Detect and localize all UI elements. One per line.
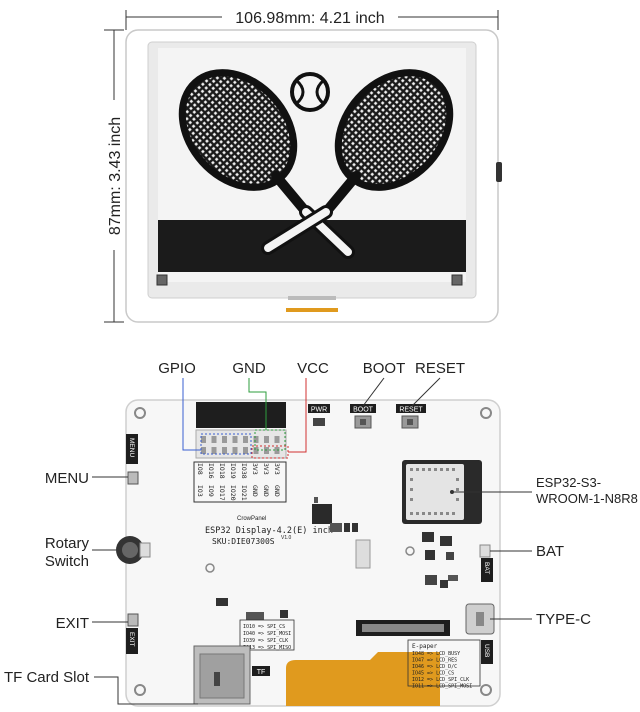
header-pin [211, 436, 217, 443]
rotary-switch [116, 536, 151, 564]
tf-card-callout: TF Card Slot [4, 669, 90, 686]
header-pin [243, 436, 248, 443]
width-label: 106.98mm: 4.21 inch [235, 10, 384, 27]
rotary-callout-line1: Rotary [45, 535, 90, 552]
menu-callout: MENU [45, 470, 89, 487]
width-dimension: 106.98mm: 4.21 inch [125, 10, 499, 30]
module-callout-line1: ESP32-S3- [536, 475, 601, 490]
menu-silk: MENU [128, 438, 135, 457]
display-front [125, 29, 502, 323]
gpio-cell: IO17 [218, 485, 226, 501]
tennis-racket-left-icon [178, 69, 355, 259]
gpio-cell: GND [251, 485, 259, 497]
version-silk: V1.0 [281, 535, 292, 541]
header-pin [253, 436, 259, 443]
epaper-pin-line: IO47 => LCD_RES [412, 658, 457, 664]
gpio-cell: IO3 [196, 485, 204, 497]
gpio-cell: IO9 [207, 485, 215, 497]
gpio-cell: IO20 [229, 485, 237, 501]
epaper-pin-line: IO48 => LCD_BUSY [412, 651, 460, 657]
spi-pin-line: IO10 => SPI_CS [243, 624, 285, 630]
rotary-callout-line2: Switch [45, 553, 89, 570]
header-pin [211, 447, 217, 454]
header-pin [253, 447, 259, 454]
type-c-callout: TYPE-C [536, 611, 591, 628]
tennis-racket-right-icon [261, 69, 454, 255]
header-pin [274, 436, 280, 443]
usb-silk: USB [483, 644, 490, 657]
gpio-cell: IO18 [218, 463, 226, 479]
callout-labels: GPIO GND VCC BOOT RESET MENU Rotary Swit… [4, 360, 638, 686]
board-name-silk: ESP32 Display-4.2(E) inch [205, 526, 333, 536]
exit-silk: EXIT [128, 632, 135, 646]
gpio-cell: IO16 [207, 463, 215, 479]
gpio-header [195, 402, 287, 459]
header-pin [264, 436, 269, 443]
board-back: IO8 IO3 IO16 IO9 IO18 IO17 IO19 IO20 IO3… [116, 399, 501, 707]
vcc-callout: VCC [297, 360, 329, 377]
pwr-silk: PWR [311, 407, 327, 414]
height-dimension: 87mm: 3.43 inch [104, 29, 124, 323]
pwr-led [313, 418, 325, 426]
gpio-cell: IO8 [196, 463, 204, 475]
gnd-callout: GND [232, 360, 266, 377]
height-label: 87mm: 3.43 inch [107, 117, 124, 235]
reset-silk: RESET [399, 407, 423, 414]
sku-silk: SKU:DIE07300S [212, 537, 275, 546]
reset-callout: RESET [415, 360, 465, 377]
gpio-cell: GND [273, 485, 281, 497]
header-pin [222, 447, 227, 454]
epaper-pin-line: IO46 => LCD_D/C [412, 664, 457, 670]
brand-silk: CrowPanel [237, 516, 266, 522]
gpio-cell: IO19 [229, 463, 237, 479]
gpio-cell: GND [262, 485, 270, 497]
gpio-cell: IO38 [240, 463, 248, 479]
gpio-cell: 3V3 [273, 463, 281, 475]
esp32-module [402, 460, 482, 524]
epaper-pin-line: IO45 => LCD_CS [412, 671, 454, 677]
bat-connector [479, 544, 491, 558]
boot-callout: BOOT [363, 360, 406, 377]
module-callout-line2: WROOM-1-N8R8 [536, 491, 638, 506]
menu-button [127, 471, 139, 485]
exit-callout: EXIT [56, 615, 89, 632]
gpio-label-grid: IO8 IO3 IO16 IO9 IO18 IO17 IO19 IO20 IO3… [196, 463, 281, 501]
gpio-callout: GPIO [158, 360, 196, 377]
bat-silk: BAT [483, 562, 490, 574]
header-pin [201, 436, 206, 443]
gpio-label-box [193, 461, 287, 503]
spi-pin-line: IO39 => SPI_CLK [243, 638, 288, 644]
header-pin [201, 447, 206, 454]
header-pin [243, 447, 248, 454]
tf-silk: TF [257, 669, 266, 676]
gpio-cell: 3V3 [262, 463, 270, 475]
tf-card-slot [193, 645, 251, 705]
gpio-cell: 3V3 [251, 463, 259, 475]
header-pin [232, 447, 238, 454]
epaper-pin-line: IO12 => LCD_SPI_CLK [412, 677, 469, 683]
bat-callout: BAT [536, 543, 564, 560]
gpio-cell: IO21 [240, 485, 248, 501]
header-pin [222, 436, 227, 443]
epaper-pins-title: E-paper [412, 643, 438, 650]
tennis-ball-icon [290, 72, 330, 112]
header-pin [232, 436, 238, 443]
boot-silk: BOOT [353, 407, 374, 414]
epaper-pin-line: IO11 => LCD_SPI_MOSI [412, 684, 472, 690]
fpc-ribbon [286, 652, 440, 706]
spi-pin-line: IO40 => SPI_MOSI [243, 631, 291, 637]
exit-button [127, 613, 139, 627]
spi-pin-line: IO13 => SPI_MISO [243, 645, 291, 651]
callout-lines [92, 377, 532, 705]
